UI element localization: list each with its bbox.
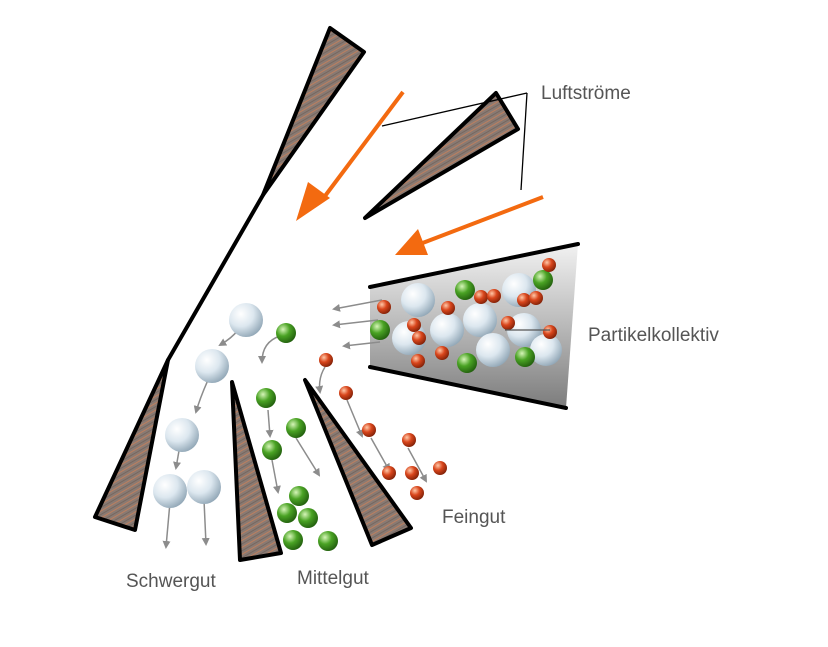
middle-blade [230,380,283,562]
top-left-blade [261,26,366,197]
air-stream-leader-lines [381,92,528,191]
air-stream-arrows [296,90,544,255]
label-fine: Feingut [442,507,506,528]
air-stream-arrow-upper [320,90,405,202]
upper-middle-blade [363,91,520,220]
feed-box-top-edge [368,242,580,289]
coarse-particles [153,273,562,508]
medium-particles [256,270,553,551]
label-coarse: Schwergut [126,571,216,592]
label-air-streams: Luftströme [541,83,631,104]
air-arrowhead-lower [395,229,428,255]
feed-box-bottom-edge [368,365,568,410]
air-arrowhead-upper [296,182,330,221]
right-blade [303,378,413,547]
fine-particles [319,258,557,500]
classifier-blades [93,26,520,562]
main-wall-line [166,193,265,362]
bottom-left-blade [93,358,170,532]
air-stream-arrow-lower [419,195,544,246]
label-medium: Mittelgut [297,568,370,589]
label-particle-collective: Partikelkollektiv [588,325,719,346]
